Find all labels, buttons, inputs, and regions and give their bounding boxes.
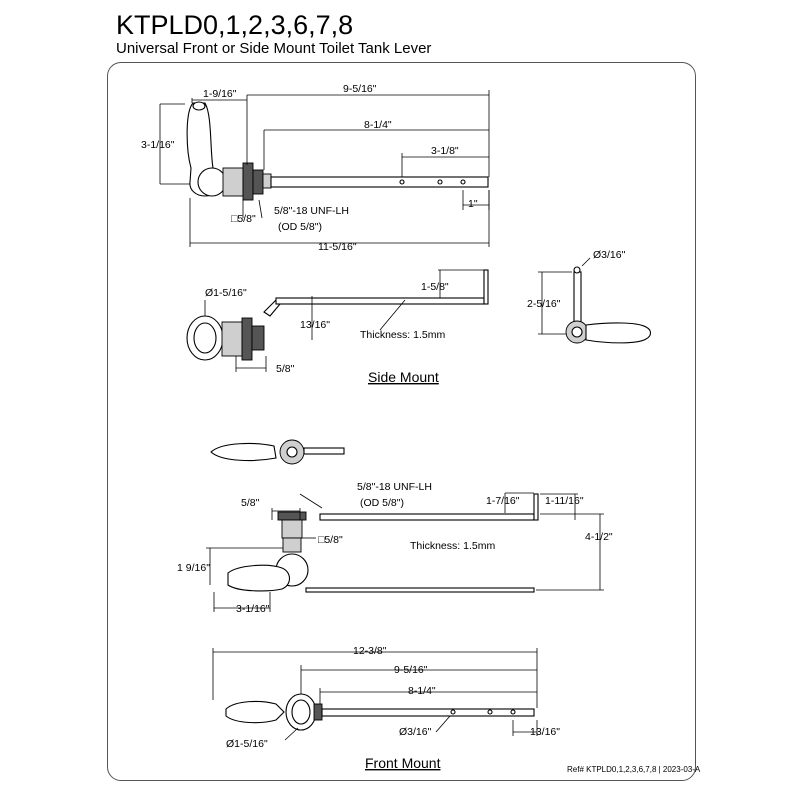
- front-arm: [319, 513, 535, 521]
- top-dim-11-5-16: 11-5/16": [318, 241, 357, 253]
- front-mount-plan-view: 12-3/8" 9-5/16" 8-1/4" Ø1-5/16" Ø3/16" 1…: [212, 645, 560, 771]
- front-thickness: Thickness: 1.5mm: [410, 540, 495, 552]
- side-proj-hub-inner: [571, 326, 583, 338]
- front-flange: [277, 511, 307, 521]
- front-dim-4-1-2: 4-1/2": [585, 531, 613, 543]
- side-arm: [275, 297, 485, 305]
- front-mount-view: 5/8"-18 UNF-LH (OD 5/8") 5/8" □5/8" 1-7/…: [177, 439, 613, 615]
- top-collar: [222, 167, 244, 197]
- plan-dim-9-5-16: 9-5/16": [394, 664, 428, 676]
- front-dim-1-11-16: 1-11/16": [545, 495, 584, 507]
- front-dim-5-8: 5/8": [241, 497, 260, 509]
- top-dim-9-5-16: 9-5/16": [343, 83, 377, 95]
- side-mount-view: Ø1-5/16" 1-5/8" 13/16" Thickness: 1.5mm …: [186, 249, 652, 385]
- front-top-arm: [303, 447, 345, 455]
- side-proj-arm: [573, 271, 582, 329]
- side-dim-1-5-8: 1-5/8": [421, 281, 449, 293]
- front-thread-spec: 5/8"-18 UNF-LH: [357, 481, 432, 493]
- plan-handle: [225, 700, 285, 724]
- side-mount-caption: Side Mount: [368, 369, 439, 385]
- top-hole-2: [437, 179, 443, 185]
- top-hole-3: [460, 179, 466, 185]
- side-nut: [251, 325, 265, 351]
- reference-number: Ref# KTPLD0,1,2,3,6,7,8 | 2023-03-A: [567, 765, 701, 774]
- front-square-size: □5/8": [318, 534, 343, 546]
- plan-dim-13-16: 13/16": [530, 726, 560, 738]
- front-handle: [227, 564, 291, 592]
- top-dim-3-1-16: 3-1/16": [141, 139, 175, 151]
- side-flange: [241, 317, 253, 361]
- side-proj-handle: [585, 322, 652, 344]
- side-dim-dia-3-16: Ø3/16": [593, 249, 626, 261]
- side-dim-dia-1-5-16: Ø1-5/16": [205, 287, 247, 299]
- plan-hole-1: [450, 709, 456, 715]
- front-top-hub-inner: [286, 446, 298, 458]
- front-dim-1-9-16: 1 9/16": [177, 562, 210, 574]
- top-arm: [270, 176, 489, 188]
- top-dim-1: 1": [468, 198, 478, 210]
- top-arm-mount: [262, 173, 272, 189]
- top-dim-3-1-8: 3-1/8": [431, 145, 459, 157]
- side-dim-5-8: 5/8": [276, 363, 295, 375]
- front-arm-tip: [533, 493, 539, 521]
- plan-hole-2: [487, 709, 493, 715]
- top-dim-8-1-4: 8-1/4": [364, 119, 392, 131]
- top-hole-1: [399, 179, 405, 185]
- top-handle-tip: [192, 101, 206, 111]
- side-dim-2-5-16: 2-5/16": [527, 298, 561, 310]
- front-stem: [282, 537, 302, 553]
- top-thread-spec: 5/8"-18 UNF-LH: [274, 205, 349, 217]
- top-square-size: □5/8": [231, 213, 256, 225]
- top-ball: [197, 167, 227, 197]
- top-dim-1-9-16: 1-9/16": [203, 88, 237, 100]
- plan-dim-8-1-4: 8-1/4": [408, 685, 436, 697]
- side-ring-inner: [193, 322, 217, 354]
- plan-ring-inner: [291, 699, 311, 725]
- product-subtitle: Universal Front or Side Mount Toilet Tan…: [116, 40, 432, 57]
- plan-hole-3: [510, 709, 516, 715]
- plan-dim-dia-1-5-16: Ø1-5/16": [226, 738, 268, 750]
- top-view: 1-9/16" 9-5/16" 8-1/4" 3-1/16" 3-1/8" 1"…: [141, 83, 490, 253]
- side-collar: [221, 321, 243, 357]
- drawing-frame: [107, 62, 696, 781]
- front-dim-1-7-16: 1-7/16": [486, 495, 520, 507]
- top-thread-od: (OD 5/8"): [278, 221, 322, 233]
- front-base-line: [305, 587, 535, 593]
- side-proj-hole: [573, 266, 581, 274]
- front-top-handle: [210, 443, 277, 461]
- plan-dim-12-3-8: 12-3/8": [353, 645, 387, 657]
- side-dim-13-16: 13/16": [300, 319, 330, 331]
- front-dim-3-1-16: 3-1/16": [236, 603, 270, 615]
- product-title: KTPLD0,1,2,3,6,7,8: [116, 10, 354, 40]
- front-mount-caption: Front Mount: [365, 755, 441, 771]
- top-flange: [242, 162, 254, 201]
- front-thread-od: (OD 5/8"): [360, 497, 404, 509]
- top-nut: [252, 169, 264, 195]
- side-arm-tip: [483, 269, 489, 305]
- plan-arm: [321, 708, 535, 717]
- plan-nut: [313, 703, 323, 721]
- plan-dim-dia-3-16: Ø3/16": [399, 726, 432, 738]
- side-thickness: Thickness: 1.5mm: [360, 329, 445, 341]
- front-collar: [281, 519, 303, 539]
